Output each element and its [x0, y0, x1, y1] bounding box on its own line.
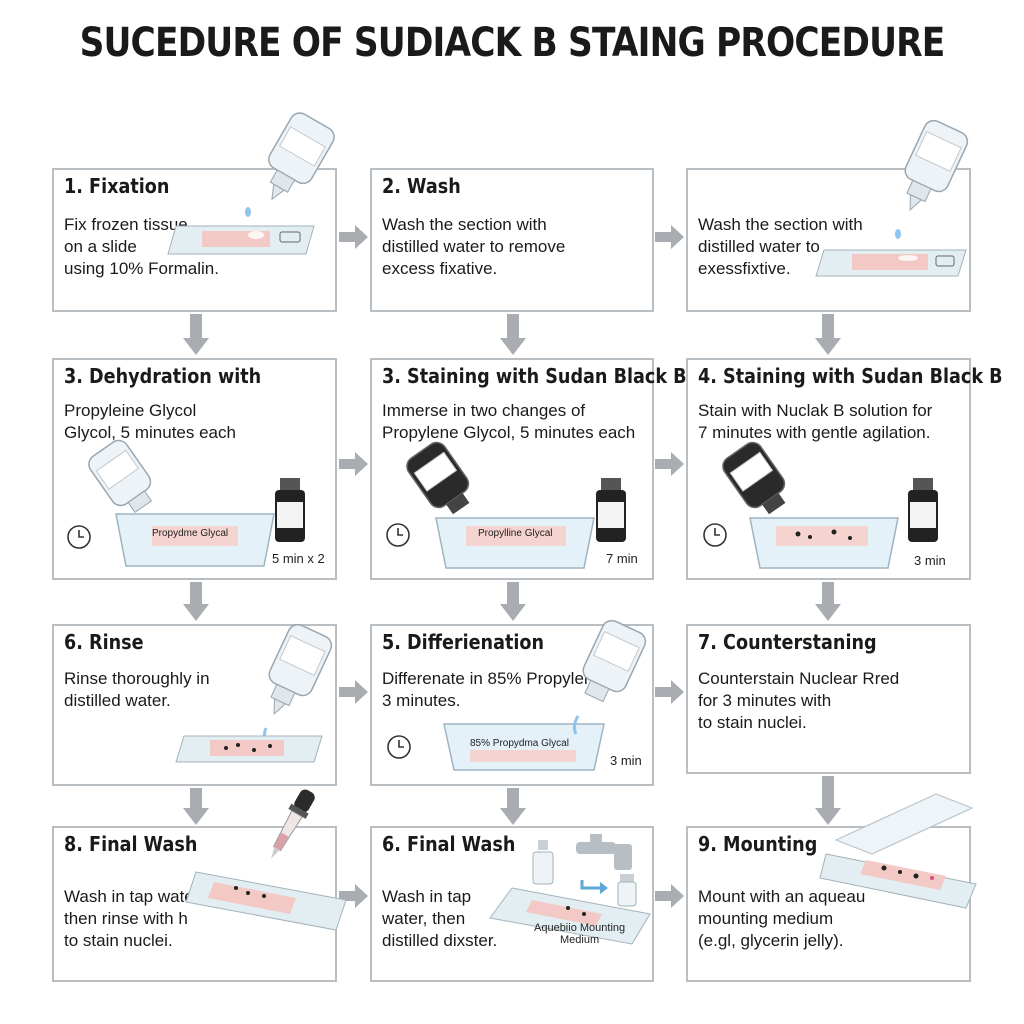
slide-icon: [819, 853, 977, 909]
time-label: 3 min: [914, 553, 946, 568]
step-text: Wash the section with distilled water to…: [382, 215, 566, 278]
tap-icon: [576, 834, 632, 870]
clock-icon: [386, 523, 410, 547]
clock-icon: [387, 735, 411, 759]
arrow-down-icon: [815, 582, 841, 622]
step-text: Fix frozen tissue on a slide using 10% F…: [64, 215, 219, 278]
tray-icon: [443, 723, 605, 771]
stain-bottle-icon: [722, 441, 786, 515]
step-text: Wash in tap water, then rinse with h to …: [64, 887, 204, 950]
step-wash-card: 2. Wash Wash the section with distilled …: [370, 168, 654, 312]
tray-label: Propydme Glycal: [152, 528, 229, 539]
arrow-down-icon: [183, 788, 209, 826]
dropper-icon: [271, 789, 315, 859]
tray-icon: [435, 517, 595, 569]
arrow-down-icon: [500, 582, 526, 622]
arrow-right-icon: [655, 680, 685, 704]
slide-icon: [175, 735, 323, 763]
reagent-jar-icon: [275, 478, 305, 542]
step-text: Immerse in two changes of Propylene Glyc…: [382, 401, 636, 442]
arrow-down-icon: [815, 314, 841, 356]
arrow-down-icon: [183, 582, 209, 622]
step-text: Propyleine Glycol Glycol, 5 minutes each: [64, 401, 236, 442]
step-text: Wash in tap water, then distilled dixste…: [382, 887, 498, 950]
step-heading: 3. Dehydration with: [64, 364, 262, 388]
reagent-jar-icon: [908, 478, 938, 542]
step-heading: 7. Counterstaning: [698, 630, 877, 654]
arrow-right-icon: [655, 225, 685, 249]
arrow-down-icon: [183, 314, 209, 356]
arrow-right-icon: [655, 884, 685, 908]
step-heading: 1. Fixation: [64, 174, 170, 198]
step-text: Wash the section with distilled water to…: [698, 215, 863, 278]
tray-icon: [115, 513, 275, 567]
step-text: Counterstain Nuclear Rred for 3 minutes …: [698, 669, 900, 732]
arrow-right-icon: [580, 880, 608, 894]
step-text: Mount with an aqueau mounting medium (e.…: [698, 887, 866, 950]
arrow-down-icon: [500, 788, 526, 826]
arrow-down-icon: [500, 314, 526, 356]
slide-icon: [815, 249, 967, 277]
coverslip-icon: [834, 793, 974, 855]
step-heading: 9. Mounting: [698, 832, 818, 856]
step-heading: 6. Final Wash: [382, 832, 516, 856]
slide-icon: [489, 887, 651, 945]
distilled-water-bottle-icon: [572, 619, 647, 735]
clock-icon: [67, 525, 91, 549]
arrow-right-icon: [339, 452, 369, 476]
time-label: 5 min x 2: [272, 551, 325, 566]
time-label: 7 min: [606, 551, 638, 566]
distilled-water-bottle-icon: [88, 439, 153, 514]
slide-icon: [167, 225, 315, 255]
formalin-bottle-icon: [245, 112, 335, 217]
tray-icon: [749, 517, 899, 569]
step-text: Rinse thoroughly in distilled water.: [64, 669, 210, 710]
distilled-water-bottle-icon: [262, 623, 333, 746]
tray-label: Propylline Glycal: [478, 528, 553, 539]
step-differentiation-card: 5. Differienation Differenate in 85% Pro…: [370, 624, 654, 786]
tray-label: 85% Propydma Glycal: [470, 738, 569, 749]
step-heading: 6. Rinse: [64, 630, 144, 654]
step-heading: 2. Wash: [382, 174, 461, 198]
step-mounting-card: 9. Mounting Mount with an aqueau mountin…: [686, 826, 971, 982]
stain-bottle-icon: [406, 441, 470, 515]
step-heading: 8. Final Wash: [64, 832, 198, 856]
step-heading: 5. Differienation: [382, 630, 545, 654]
step-counterstaining-card: 7. Counterstaning Counterstain Nuclear R…: [686, 624, 971, 774]
arrow-right-icon: [339, 884, 369, 908]
slide-label: Aquebiio Mounting Medium: [534, 922, 626, 946]
distilled-water-bottle-icon: [895, 119, 969, 239]
step-heading: 3. Staining with Sudan Black B: [382, 364, 687, 388]
slide-icon: [185, 871, 347, 931]
flask-icon: [532, 840, 554, 885]
clock-icon: [703, 523, 727, 547]
arrow-down-icon: [815, 776, 841, 826]
time-label: 3 min: [610, 753, 642, 768]
step-text: Stain with Nuclak B solution for 7 minut…: [698, 401, 933, 442]
vial-icon: [617, 874, 637, 907]
page-title: SUCEDURE OF SUDIACK B STAING PROCEDURE: [79, 20, 946, 66]
arrow-right-icon: [655, 452, 685, 476]
arrow-right-icon: [339, 225, 369, 249]
arrow-right-icon: [339, 680, 369, 704]
step-heading: 4. Staining with Sudan Black B: [698, 364, 1003, 388]
step-text: Differenate in 85% Propylen 3 minutes.: [382, 669, 594, 710]
reagent-jar-icon: [596, 478, 626, 542]
